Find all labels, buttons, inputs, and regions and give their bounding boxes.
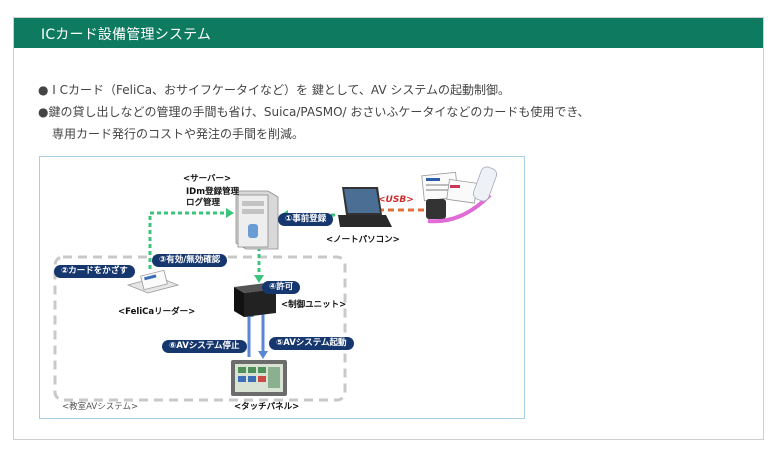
touch-panel-label: <タッチパネル> <box>234 402 300 412</box>
felica-reader-icon <box>126 269 180 294</box>
controller-label: <制御ユニット> <box>281 300 347 310</box>
notebook-icon <box>338 187 392 227</box>
feature-panel: ICカード設備管理システム ● I Cカード（FeliCa、おサイフケータイなど… <box>13 17 764 440</box>
server-icon <box>235 190 279 250</box>
server-sub-log: ログ管理 <box>186 198 221 208</box>
feature-bullets: ● I Cカード（FeliCa、おサイフケータイなど）を 鍵として、AV システ… <box>38 79 590 145</box>
bullet-1: ● I Cカード（FeliCa、おサイフケータイなど）を 鍵として、AV システ… <box>38 83 511 97</box>
arrow-validation <box>148 211 228 269</box>
step-5-av-start: ⑤AVシステム起動 <box>269 337 354 350</box>
usb-label: <USB> <box>378 195 414 205</box>
bullet-2: ●鍵の貸し出しなどの管理の手間も省け、Suica/PASMO/ おさいふケータイ… <box>38 105 590 119</box>
step-1-preregister: ①事前登録 <box>278 213 334 226</box>
step-2-touch-card: ②カードをかざす <box>54 265 135 278</box>
server-sub-idm: IDm登録管理 <box>186 187 240 197</box>
system-diagram: <サーバー> IDm登録管理 ログ管理 <ノートパソコン> <USB> <Fel… <box>39 156 525 419</box>
panel-header: ICカード設備管理システム <box>14 18 763 48</box>
notebook-label: <ノートパソコン> <box>326 235 400 245</box>
bullet-2-continued: 専用カード発行のコストや発注の手間を削減。 <box>52 127 305 141</box>
step-3-validation: ③有効/無効確認 <box>152 254 228 267</box>
av-system-label: <教室AVシステム> <box>62 402 139 412</box>
diagram-graphics <box>53 166 498 402</box>
touch-panel-icon <box>231 360 287 396</box>
av-system-boundary <box>53 255 347 402</box>
server-label: <サーバー> <box>183 174 232 184</box>
reader-label: <FeliCaリーダー> <box>118 307 196 317</box>
step-4-permission: ④許可 <box>262 281 301 294</box>
felica-card-phone-icon <box>421 166 498 224</box>
panel-title: ICカード設備管理システム <box>41 27 212 43</box>
step-6-av-stop: ⑥AVシステム停止 <box>162 340 247 353</box>
